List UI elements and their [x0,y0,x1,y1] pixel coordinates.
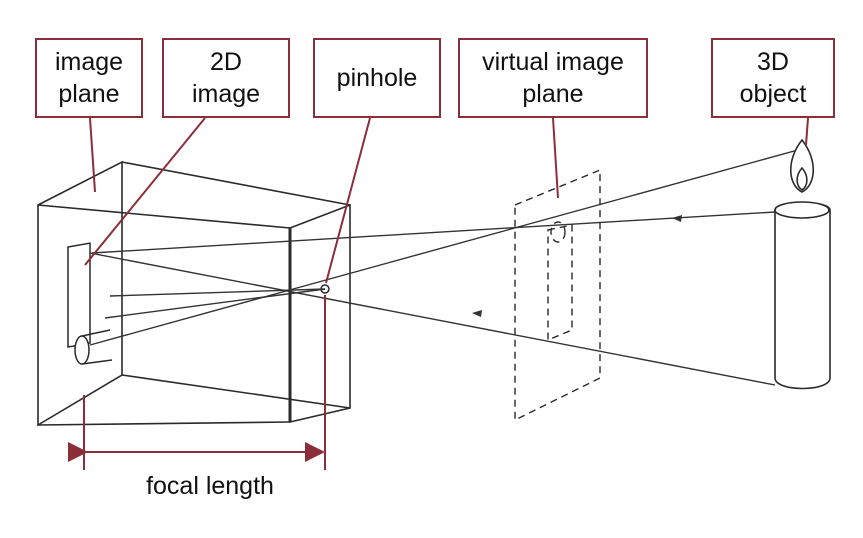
ray-arrows [472,215,682,317]
focal-length-label: focal length [146,472,274,500]
leader-image-plane [89,117,96,193]
virtual-image-plane-label: virtual image plane [458,38,648,118]
camera-box [37,160,351,427]
object-3d-label: 3D object [711,38,835,118]
virtual-image-plane [514,168,601,422]
candle-body [774,201,831,390]
light-rays [89,147,806,386]
ray-middle [91,211,776,254]
leader-lines [84,117,809,284]
leader-pinhole [325,117,371,284]
pinhole-label: pinhole [313,38,441,118]
leader-virtual-image-plane [552,117,559,199]
leader-2d-image [84,117,206,266]
focal-length-dimension [68,295,326,470]
image-2d-projection [67,242,113,365]
ray-bottom [89,252,776,386]
leader-3d-object [805,117,809,146]
image-plane-label: image plane [35,38,143,118]
image-2d-label: 2D image [162,38,290,118]
candle-3d-object [774,138,831,390]
ray-top [89,147,806,346]
